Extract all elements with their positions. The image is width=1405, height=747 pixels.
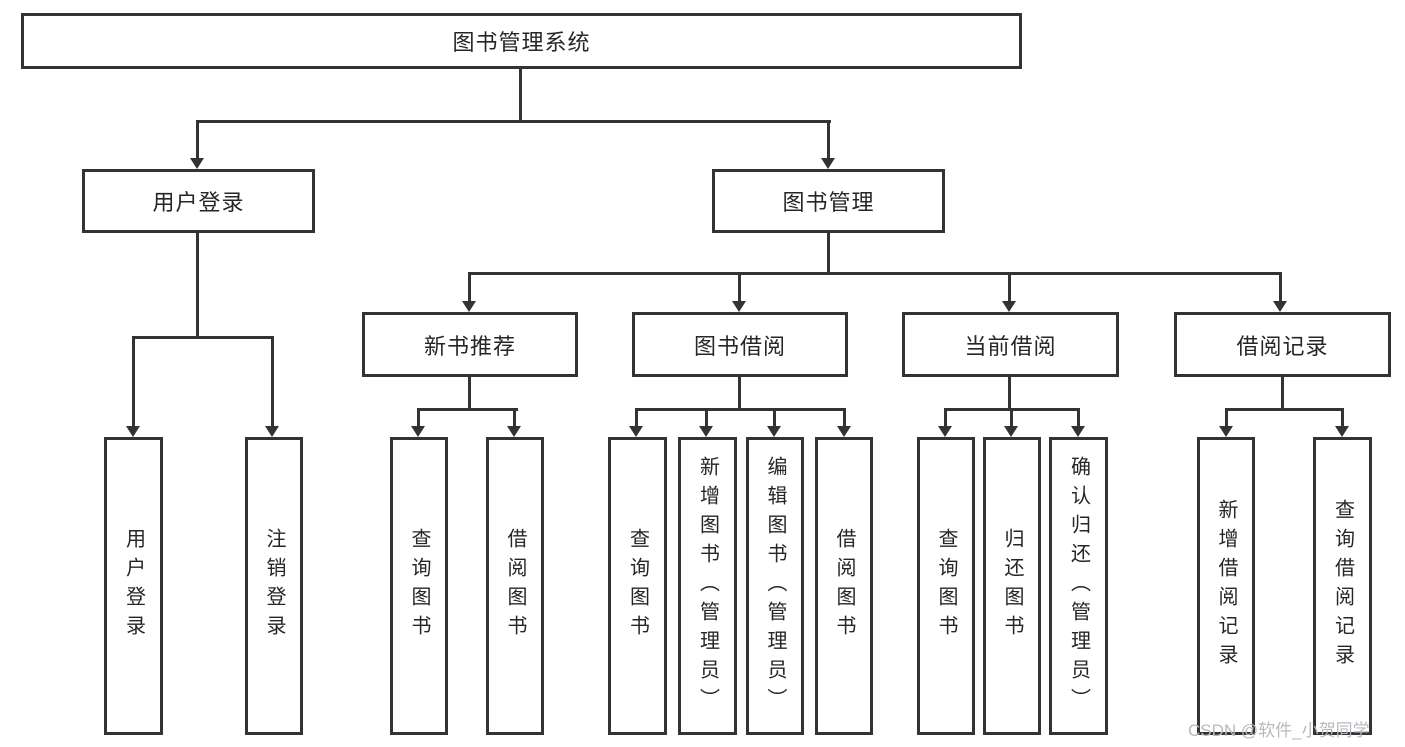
connector-line [417,408,518,411]
leaf-user-login: 用户登录 [104,437,163,735]
connector-line [196,120,199,158]
connector-line [773,408,776,426]
arrow-down-icon [837,426,851,437]
connector-line [513,408,516,426]
leaf-confirm-return-admin: 确认归还（管理员） [1049,437,1108,735]
arrow-down-icon [1002,301,1016,312]
node-label: 用户登录 [152,190,245,215]
leaf-add-borrow-record: 新增借阅记录 [1197,437,1255,735]
connector-line [944,408,947,426]
leaf-query-books-2: 查询图书 [608,437,667,735]
connector-line [468,377,471,408]
leaf-query-borrow-record: 查询借阅记录 [1313,437,1372,735]
connector-line [1341,408,1344,426]
connector-line [1225,408,1343,411]
arrow-down-icon [411,426,425,437]
node-label: 借阅记录 [1236,333,1329,359]
connector-line [271,336,274,426]
leaf-logout-login: 注销登录 [245,437,303,735]
leaf-label: 新增借阅记录 [1215,499,1237,673]
connector-line [468,272,1282,275]
leaf-label: 查询图书 [626,528,649,644]
connector-line [705,408,708,426]
leaf-label: 用户登录 [122,528,145,644]
leaf-label: 注销登录 [263,528,285,644]
arrow-down-icon [462,301,476,312]
node-book-borrow: 图书借阅 [632,312,848,377]
connector-line [738,272,741,301]
leaf-label: 确认归还（管理员） [1067,455,1090,717]
node-book-management-system: 图书管理系统 [21,13,1022,69]
leaf-query-books-1: 查询图书 [390,437,448,735]
node-label: 新书推荐 [423,333,516,359]
connector-line [1008,272,1011,301]
connector-line [843,408,846,426]
connector-line [519,69,522,120]
leaf-edit-books-admin: 编辑图书（管理员） [746,437,804,735]
arrow-down-icon [732,301,746,312]
connector-line [827,120,830,158]
node-label: 图书管理系统 [452,30,591,55]
connector-line [738,377,741,408]
node-book-management: 图书管理 [712,169,945,233]
arrow-down-icon [938,426,952,437]
connector-line [1077,408,1080,426]
arrow-down-icon [126,426,140,437]
leaf-label: 查询借阅记录 [1331,499,1354,673]
arrow-down-icon [190,158,204,169]
connector-line [635,408,638,426]
connector-line [468,272,471,301]
node-borrow-records: 借阅记录 [1174,312,1391,377]
csdn-watermark: CSDN @软件_小贺同学 [1188,721,1370,740]
arrow-down-icon [1335,426,1349,437]
arrow-down-icon [1273,301,1287,312]
arrow-down-icon [699,426,713,437]
node-label: 当前借阅 [964,333,1057,359]
connector-line [1225,408,1228,426]
connector-line [1281,377,1284,408]
leaf-label: 借阅图书 [833,528,855,644]
node-user-login: 用户登录 [82,169,315,233]
arrow-down-icon [507,426,521,437]
leaf-return-books: 归还图书 [983,437,1041,735]
connector-line [827,233,830,272]
arrow-down-icon [1071,426,1085,437]
connector-line [1010,408,1013,426]
node-new-book-recommend: 新书推荐 [362,312,578,377]
leaf-borrow-books-1: 借阅图书 [486,437,544,735]
leaf-label: 借阅图书 [504,528,526,644]
node-label: 图书管理 [782,190,875,215]
connector-line [417,408,420,426]
arrow-down-icon [629,426,643,437]
leaf-label: 编辑图书（管理员） [764,455,786,717]
arrow-down-icon [767,426,781,437]
connector-line [132,336,135,426]
connector-line [196,233,199,336]
arrow-down-icon [1219,426,1233,437]
node-label: 图书借阅 [693,333,786,359]
leaf-label: 查询图书 [935,528,957,644]
leaf-borrow-books-2: 借阅图书 [815,437,873,735]
arrow-down-icon [821,158,835,169]
leaf-label: 归还图书 [1001,528,1023,644]
connector-line [1279,272,1282,301]
connector-line [1008,377,1011,408]
node-current-borrow: 当前借阅 [902,312,1119,377]
connector-line [196,120,831,123]
leaf-add-books-admin: 新增图书（管理员） [678,437,737,735]
arrow-down-icon [265,426,279,437]
connector-line [635,408,846,411]
leaf-query-books-3: 查询图书 [917,437,975,735]
connector-line [132,336,274,339]
leaf-label: 查询图书 [408,528,430,644]
leaf-label: 新增图书（管理员） [696,455,719,717]
arrow-down-icon [1004,426,1018,437]
